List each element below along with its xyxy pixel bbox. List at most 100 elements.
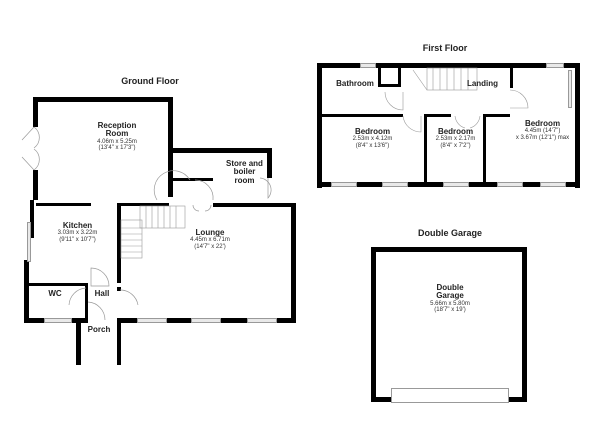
wall xyxy=(168,97,173,197)
ground-floor-title: Ground Floor xyxy=(121,76,179,86)
wall xyxy=(484,114,510,117)
wall xyxy=(33,170,38,200)
window xyxy=(27,222,31,262)
room-name: Kitchen xyxy=(62,221,93,230)
wall xyxy=(117,203,121,283)
wall xyxy=(424,114,427,184)
room-name-line2: Garage xyxy=(436,291,464,301)
room-bedroom-2: Bedroom 2.53m x 2.17m (8'4" x 7'2") xyxy=(428,127,483,149)
room-dim-metric: 2.53m x 4.12m xyxy=(352,136,393,143)
room-dim-metric: 4.45m x 6.71m xyxy=(190,237,230,244)
wall xyxy=(378,84,400,87)
room-reception: Reception Room 4.06m x 5.25m (13'4" x 17… xyxy=(72,121,162,152)
wall xyxy=(117,203,169,206)
room-dim-imperial: (8'4" x 13'6") xyxy=(355,142,390,149)
wall xyxy=(371,397,391,402)
room-name: WC xyxy=(48,289,62,298)
wall xyxy=(317,182,331,187)
wall xyxy=(522,247,527,402)
wall xyxy=(376,63,546,68)
room-name: Reception Room xyxy=(97,121,137,139)
room-porch: Porch xyxy=(82,325,116,334)
room-name: Store and boiler room xyxy=(226,159,263,185)
room-wc: WC xyxy=(40,289,70,298)
wall xyxy=(398,66,401,87)
window xyxy=(568,70,572,108)
room-bedroom-3: Bedroom 4.45m (14'7") x 3.67m (12'1") ma… xyxy=(505,119,580,141)
room-name: Porch xyxy=(87,325,111,334)
room-bedroom-1: Bedroom 2.53m x 4.12m (8'4" x 13'6") xyxy=(335,127,410,149)
room-store: Store and boiler room xyxy=(222,159,267,185)
window xyxy=(443,182,469,187)
room-dim-imperial: (8'4" x 7'2") xyxy=(440,142,471,149)
wall xyxy=(523,182,540,187)
window xyxy=(497,182,523,187)
room-garage: Double Garage 5.66m x 5.80m (18'7" x 19'… xyxy=(410,283,490,314)
room-bathroom: Bathroom xyxy=(330,79,380,88)
wall xyxy=(320,114,403,117)
wall xyxy=(277,318,296,323)
wall xyxy=(221,318,247,323)
wall xyxy=(76,320,81,365)
wall xyxy=(30,200,34,238)
wall xyxy=(33,97,38,127)
wall xyxy=(85,287,88,321)
wall xyxy=(320,63,360,68)
first-floor-title: First Floor xyxy=(422,43,468,53)
window xyxy=(546,63,564,68)
room-kitchen: Kitchen 3.03m x 3.22m (9'11" x 10'7") xyxy=(40,221,115,243)
wall xyxy=(36,203,91,206)
wall xyxy=(469,182,497,187)
wall xyxy=(566,182,580,187)
wall xyxy=(167,318,191,323)
double-garage-title: Double Garage xyxy=(417,228,482,238)
wall xyxy=(267,148,272,178)
room-lounge: Lounge 4.45m x 6.71m (14'7" x 22') xyxy=(170,228,250,250)
wall xyxy=(168,148,271,153)
window xyxy=(137,318,167,323)
room-dim-imperial: (13'4" x 17'3") xyxy=(98,145,136,152)
room-dim-metric: 2.53m x 2.17m xyxy=(435,136,476,143)
room-dim-metric: 5.66m x 5.80m xyxy=(430,300,470,307)
room-name-line1: Double xyxy=(436,283,464,292)
wall xyxy=(317,63,322,188)
wall xyxy=(509,397,527,402)
room-dim-metric: 4.45m (14'7") xyxy=(524,128,561,135)
room-name: Lounge xyxy=(195,228,225,237)
room-dim-imperial: (18'7" x 19') xyxy=(434,307,466,314)
wall xyxy=(371,247,527,252)
window xyxy=(360,63,376,68)
wall xyxy=(357,182,382,187)
wall xyxy=(426,114,451,117)
window xyxy=(247,318,277,323)
window xyxy=(44,318,72,323)
room-dim-metric: 3.03m x 3.22m xyxy=(57,230,98,237)
room-name: Bedroom xyxy=(354,127,391,136)
wall xyxy=(291,203,296,323)
window xyxy=(382,182,408,187)
wall xyxy=(28,283,86,286)
wall xyxy=(33,97,172,102)
window xyxy=(331,182,357,187)
wall xyxy=(213,203,296,207)
wall xyxy=(117,320,121,365)
wall xyxy=(117,318,137,323)
wall xyxy=(24,260,29,322)
room-dim-metric: 4.06m x 5.25m xyxy=(97,138,137,145)
window xyxy=(191,318,221,323)
room-dim-imperial: x 3.67m (12'1") max xyxy=(515,134,570,141)
wall xyxy=(24,318,44,323)
room-name: Landing xyxy=(466,79,499,88)
room-name: Bedroom xyxy=(524,119,561,128)
wall xyxy=(564,63,580,68)
wall xyxy=(371,247,376,402)
room-dim-imperial: (9'11" x 10'7") xyxy=(59,236,96,243)
room-hall: Hall xyxy=(88,289,116,298)
wall xyxy=(575,63,580,188)
room-name: Hall xyxy=(94,289,110,298)
room-dim-imperial: (14'7" x 22') xyxy=(194,243,226,250)
room-name: Bedroom xyxy=(437,127,474,136)
room-name: Bathroom xyxy=(336,79,374,88)
